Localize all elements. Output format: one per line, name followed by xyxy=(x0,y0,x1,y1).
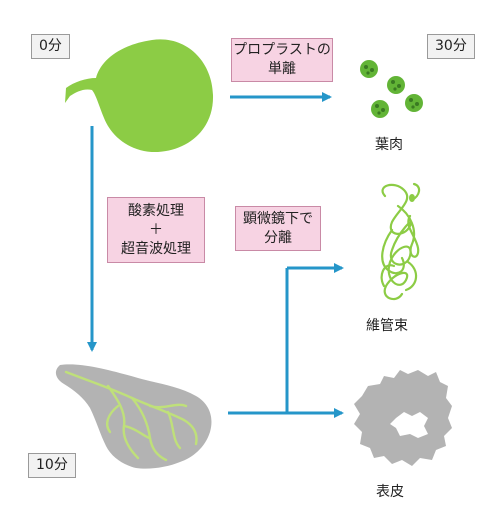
branch-arrows xyxy=(228,263,344,418)
green-leaf xyxy=(65,39,214,153)
protoplast-isolation-box: プロプラストの 単離 xyxy=(231,38,333,82)
vascular-label: 維管束 xyxy=(366,318,408,334)
protoplast-line2: 単離 xyxy=(268,61,296,77)
gray-leaf xyxy=(55,364,212,469)
treatment-line1: 酸素処理 xyxy=(128,202,184,219)
mesophyll-cells xyxy=(360,60,423,118)
microscope-separation-box: 顕微鏡下で 分離 xyxy=(235,206,321,251)
microscope-line2: 分離 xyxy=(264,229,292,246)
mesophyll-label: 葉肉 xyxy=(375,137,403,153)
time-label-end-top: 30分 xyxy=(427,34,475,59)
treatment-line2: ＋ xyxy=(149,221,163,238)
microscope-line1: 顕微鏡下で xyxy=(243,210,313,227)
epidermis-label: 表皮 xyxy=(376,484,404,500)
protoplast-line1: プロプラストの xyxy=(233,42,331,58)
treatment-box: 酸素処理 ＋ 超音波処理 xyxy=(107,197,205,263)
time-label-start: 0分 xyxy=(31,34,70,59)
vascular-bundle xyxy=(380,182,421,301)
time-label-end-bottom: 10分 xyxy=(28,453,76,478)
epidermis-shape xyxy=(354,370,452,466)
treatment-line3: 超音波処理 xyxy=(121,240,191,257)
